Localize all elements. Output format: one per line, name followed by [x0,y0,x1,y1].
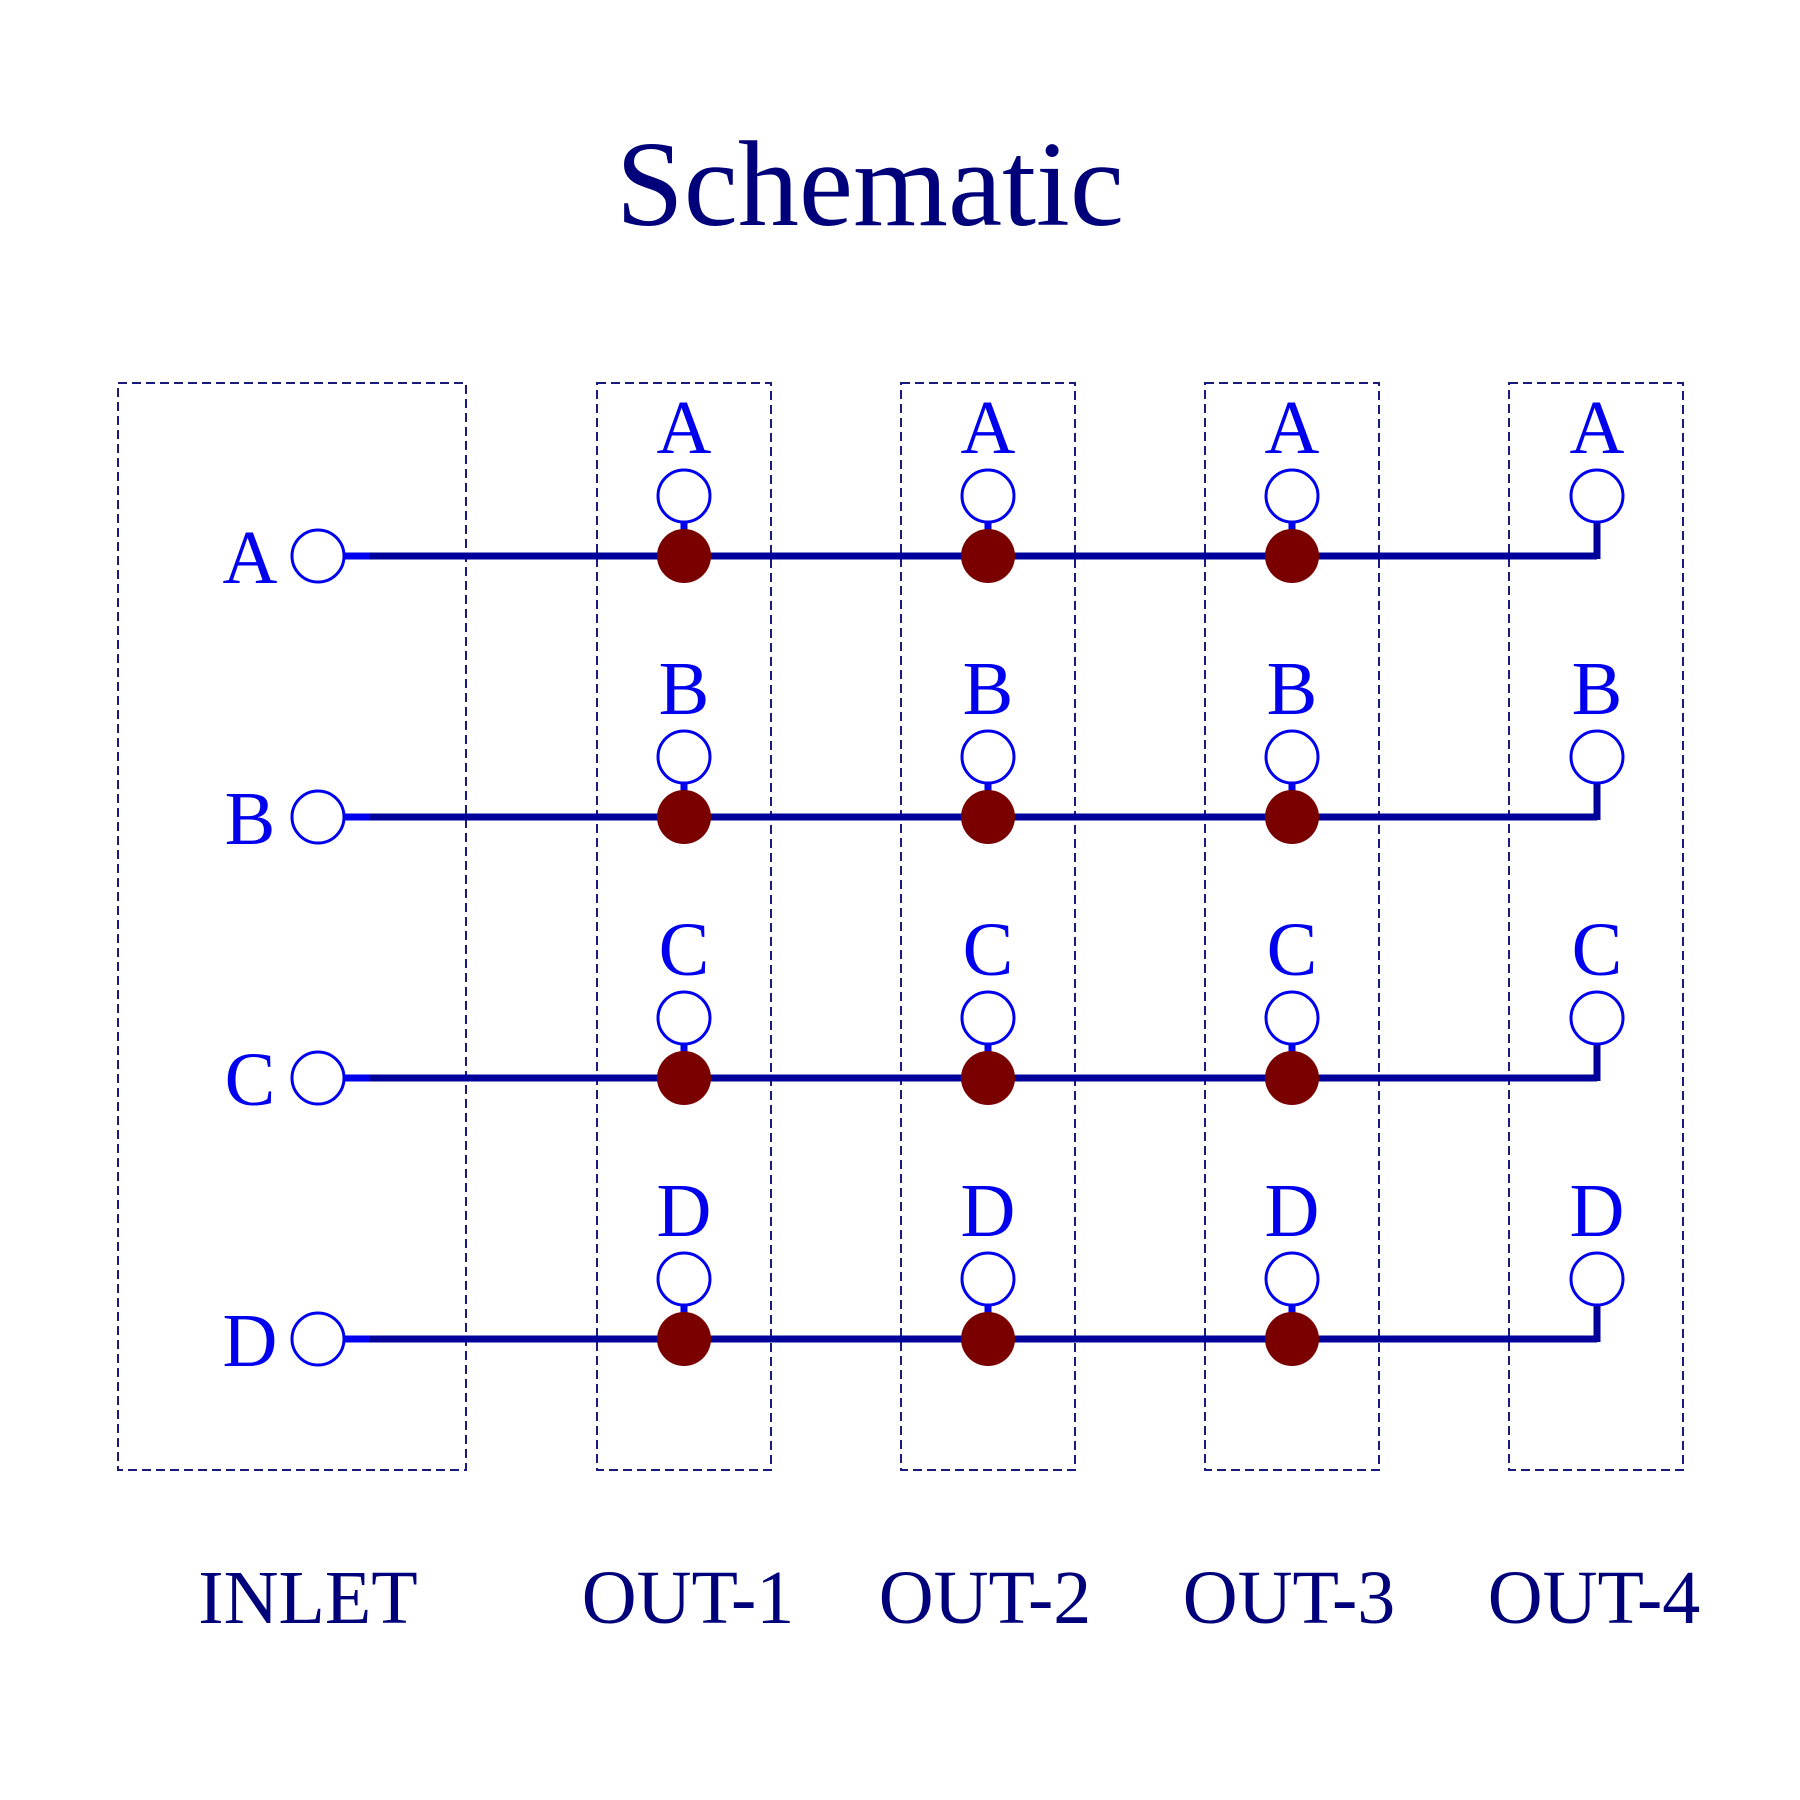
out-3-pin-label-b: B [1267,647,1318,731]
out-4-terminal-b [1569,729,1625,785]
out-1-pin-label-c: C [659,908,710,992]
out-2-box [900,382,1076,1471]
out-1-terminal-c [656,990,712,1046]
out-3-junction-d [1265,1312,1319,1366]
pin-label-layer: A A A A A B B B B B C C C C C D D D D D [223,386,1625,1383]
out-1-junction-b [657,790,711,844]
out-2-terminal-c [960,990,1016,1046]
out-1-pin-label-a: A [657,386,712,470]
out-3-terminal-d [1264,1251,1320,1307]
out-2-terminal-b [960,729,1016,785]
out-3-junction-a [1265,529,1319,583]
out-3-pin-label-c: C [1267,908,1318,992]
out-4-pin-label-b: B [1572,647,1623,731]
out-1-label: OUT-1 [582,1556,795,1640]
out-4-terminal-a [1569,468,1625,524]
out-1-pin-label-d: D [657,1169,712,1253]
inlet-pin-label-b: B [225,777,276,861]
out-2-pin-label-c: C [963,908,1014,992]
out-2-pin-label-a: A [961,386,1016,470]
wiring-layer [290,468,1625,1367]
inlet-pin-label-c: C [225,1038,276,1122]
out-3-box [1204,382,1380,1471]
out-3-terminal-b [1264,729,1320,785]
out-3-pin-label-d: D [1265,1169,1320,1253]
out-2-label: OUT-2 [879,1556,1092,1640]
inlet-terminal-a [290,528,346,584]
out-1-terminal-d [656,1251,712,1307]
out-3-junction-b [1265,790,1319,844]
out-1-terminal-b [656,729,712,785]
out-2-pin-label-d: D [961,1169,1016,1253]
inlet-terminal-c [290,1050,346,1106]
out-3-label: OUT-3 [1183,1556,1396,1640]
inlet-terminal-b [290,789,346,845]
out-3-terminal-c [1264,990,1320,1046]
inlet-pin-label-a: A [223,516,278,600]
out-1-junction-a [657,529,711,583]
out-1-junction-c [657,1051,711,1105]
out-3-pin-label-a: A [1265,386,1320,470]
out-4-label: OUT-4 [1488,1556,1701,1640]
out-1-junction-d [657,1312,711,1366]
inlet-pin-label-d: D [223,1299,278,1383]
out-4-terminal-d [1569,1251,1625,1307]
out-3-junction-c [1265,1051,1319,1105]
out-2-terminal-d [960,1251,1016,1307]
out-4-pin-label-c: C [1572,908,1623,992]
out-1-pin-label-b: B [659,647,710,731]
out-4-pin-label-a: A [1570,386,1625,470]
out-4-box [1508,382,1684,1471]
out-2-junction-c [961,1051,1015,1105]
out-4-pin-label-d: D [1570,1169,1625,1253]
out-2-terminal-a [960,468,1016,524]
diagram-title: Schematic [616,117,1124,252]
inlet-box [117,382,467,1471]
out-2-junction-a [961,529,1015,583]
inlet-terminal-d [290,1311,346,1367]
out-1-box [596,382,772,1471]
out-4-terminal-c [1569,990,1625,1046]
out-3-terminal-a [1264,468,1320,524]
out-2-junction-d [961,1312,1015,1366]
out-2-junction-b [961,790,1015,844]
out-1-terminal-a [656,468,712,524]
out-2-pin-label-b: B [963,647,1014,731]
inlet-label: INLET [198,1556,417,1640]
